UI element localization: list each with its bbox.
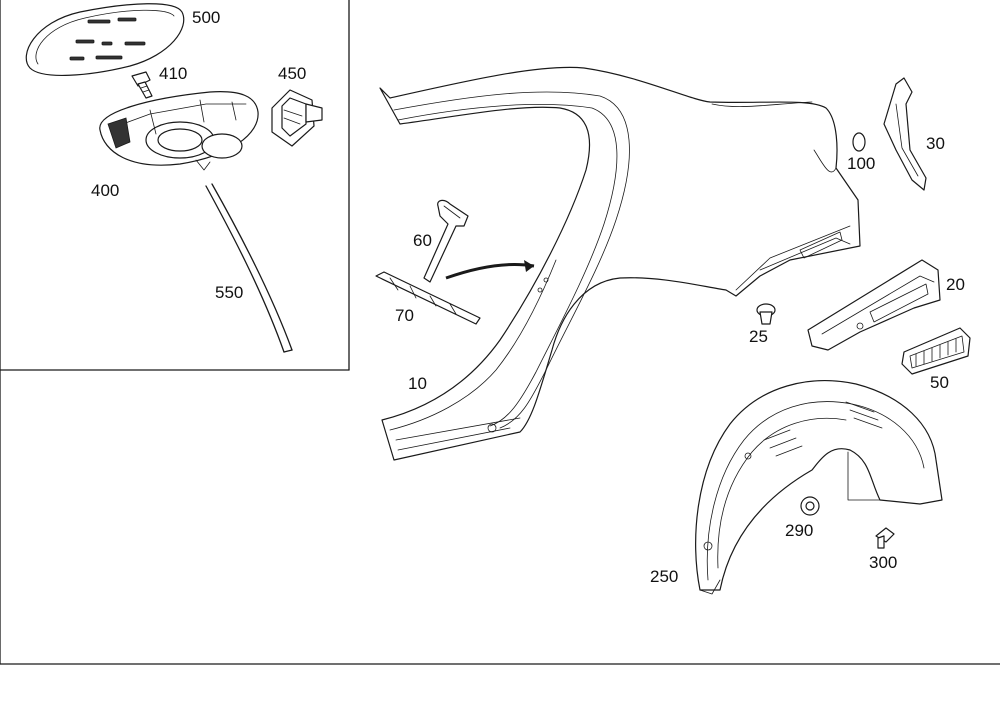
label-290: 290 [785, 521, 813, 540]
label-30: 30 [926, 134, 945, 153]
label-10: 10 [408, 374, 427, 393]
part-410-screw [131, 71, 153, 99]
part-500-fuel-flap-cover [25, 3, 185, 76]
label-450: 450 [278, 64, 306, 83]
label-400: 400 [91, 181, 119, 200]
part-550-drain-hose [205, 183, 293, 353]
part-30-inner-bracket [883, 77, 927, 191]
part-25-clip [756, 303, 776, 325]
label-550: 550 [215, 283, 243, 302]
label-100: 100 [847, 154, 875, 173]
label-20: 20 [946, 275, 965, 294]
label-300: 300 [869, 553, 897, 572]
part-300-rivet [875, 527, 895, 549]
label-70: 70 [395, 306, 414, 325]
part-10-quarter-panel [379, 66, 861, 461]
part-70-trim-strip [375, 271, 481, 325]
part-400-filler-housing [99, 91, 259, 171]
part-450-actuator [271, 89, 323, 147]
part-50-vent-grille [901, 327, 971, 375]
label-60: 60 [413, 231, 432, 250]
part-290-nut [800, 496, 820, 516]
label-25: 25 [749, 327, 768, 346]
label-50: 50 [930, 373, 949, 392]
label-500: 500 [192, 8, 220, 27]
part-20-reinforcement [807, 259, 941, 351]
part-250-wheel-liner [695, 380, 943, 595]
part-labels: 500 410 450 400 550 60 70 10 100 30 20 2… [91, 8, 965, 586]
part-60-bracket [423, 199, 469, 283]
part-100-grommet [852, 132, 866, 152]
label-250: 250 [650, 567, 678, 586]
diagram-frame [0, 0, 1000, 665]
label-410: 410 [159, 64, 187, 83]
pointer-arrow [445, 260, 535, 280]
